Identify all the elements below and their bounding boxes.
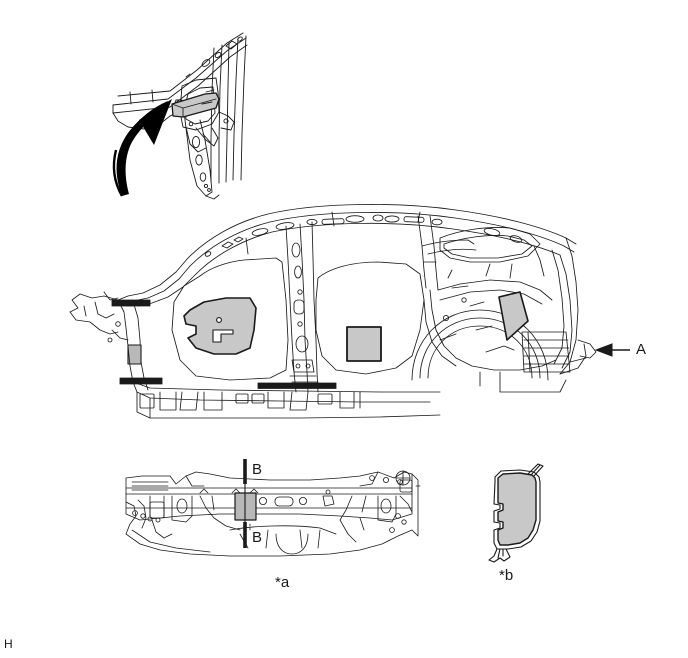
black-bar-upper-front: [111, 299, 151, 307]
rear-quarter-gray-strip: [498, 291, 529, 341]
section-b-b-profile: [488, 463, 544, 563]
profile-gray-fill: [497, 472, 537, 546]
callout-arrow: [112, 99, 172, 197]
label-note-b: *b: [499, 567, 514, 584]
panel-hole: [216, 317, 222, 323]
label-view-arrow-a: A: [636, 341, 647, 358]
label-section-b-top: B: [252, 461, 263, 478]
label-note-a: *a: [275, 574, 290, 591]
label-corner-code: H: [4, 637, 13, 651]
black-bar-rocker-center: [257, 382, 337, 389]
cowl-dash-panel-view: [125, 470, 421, 557]
label-section-b-bottom: B: [252, 529, 263, 546]
arrow-head: [139, 99, 172, 145]
panel-notch: [212, 329, 234, 343]
gray-reinforcement-strip: [171, 92, 220, 118]
center-gray-square: [346, 326, 382, 362]
view-arrow-A: [594, 343, 630, 357]
body-side-frame-view: [69, 204, 597, 419]
black-bar-lower-front: [119, 377, 163, 385]
front-floor-gray-panel: [183, 297, 257, 355]
gray-block-a-pillar: [127, 344, 142, 365]
pillar-joint-detail-view: [112, 32, 248, 200]
